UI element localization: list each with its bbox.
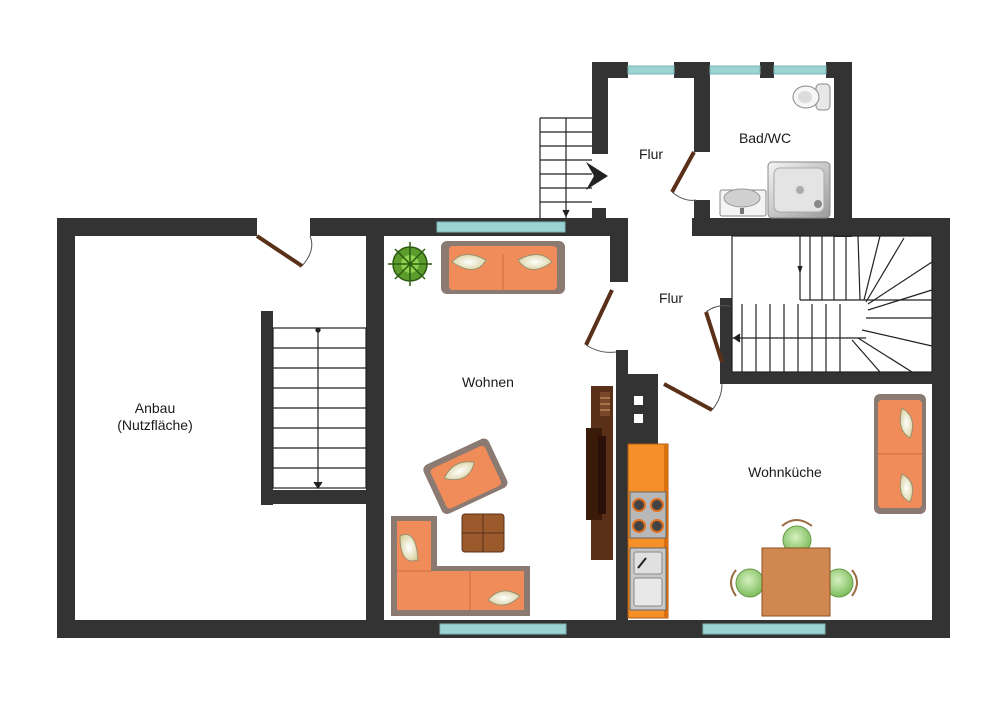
wall-stair2-bottom <box>720 372 950 384</box>
door-wohnen <box>584 289 614 346</box>
room-label-flur-lower: Flur <box>658 290 684 306</box>
window-wohnen-bottom <box>439 623 567 635</box>
stairs-right <box>731 235 933 373</box>
wall-stair-left <box>261 311 273 505</box>
door-wohnen-swing <box>585 344 617 353</box>
wall-anbau-top <box>57 218 257 236</box>
door-anbau-swing <box>301 235 313 267</box>
door-bad-swing <box>671 191 697 201</box>
door-bad <box>670 151 696 193</box>
stairs-anbau <box>272 327 367 490</box>
door-stair2-swing <box>705 305 731 313</box>
wall-right-outer <box>932 218 950 638</box>
wall-stair2-left <box>720 298 732 384</box>
door-kueche-swing <box>711 383 723 411</box>
room-label-wohnen: Wohnen <box>462 374 514 390</box>
wall-anbau-right <box>366 218 384 638</box>
room-label-anbau-line2: (Nutzfläche) <box>117 417 193 433</box>
wall-bad-top-mid <box>760 62 774 78</box>
room-label-flur-upper: Flur <box>638 146 664 162</box>
wall-wohnen-right-top <box>610 218 628 282</box>
wall-bad-bottom <box>692 218 950 236</box>
stove-icon <box>629 491 667 539</box>
kitchen-sink-icon <box>629 547 667 611</box>
door-kueche <box>663 382 713 412</box>
window-flur-top <box>627 65 675 75</box>
door-anbau <box>255 234 304 268</box>
chair-icon-right <box>824 568 858 598</box>
window-wohnen-top <box>436 221 566 233</box>
room-label-anbau: Anbau (Nutzfläche) <box>95 400 215 434</box>
bathtub-icon <box>767 161 831 219</box>
sofa-right-icon <box>874 394 926 514</box>
wall-flur-left-small <box>592 208 606 228</box>
room-label-bad-wc: Bad/WC <box>738 130 792 146</box>
window-bad-top-2 <box>773 65 827 75</box>
doors <box>255 151 731 412</box>
tv-cabinet-icon <box>586 386 613 560</box>
sofa-icon <box>441 241 565 294</box>
window-kueche-bottom <box>702 623 826 635</box>
arrow-icon <box>586 162 608 190</box>
wall-bad-bottom-left <box>694 200 710 236</box>
wall-anbau-left <box>57 218 75 638</box>
wall-flur-divider <box>694 62 710 152</box>
room-label-anbau-line1: Anbau <box>134 400 176 416</box>
wall-stair-bottom <box>261 490 374 504</box>
door-stair2 <box>704 311 724 363</box>
stairs-upper <box>539 117 592 218</box>
chair-icon-left <box>730 568 765 598</box>
wall-wohnen-right-bottom <box>616 350 628 638</box>
room-label-wohnkueche: Wohnküche <box>748 464 822 480</box>
wall-flur-left <box>592 62 608 154</box>
coffee-table-icon <box>461 513 505 553</box>
corner-sofa-icon <box>391 516 530 616</box>
windows <box>436 65 827 635</box>
wall-post-inserts <box>634 396 643 423</box>
dining-table-icon <box>761 547 831 617</box>
window-bad-top-1 <box>709 65 761 75</box>
sink-icon <box>719 188 767 217</box>
plant-icon <box>388 242 432 286</box>
wall-kueche-left-top <box>616 374 658 384</box>
toilet-icon <box>792 83 831 111</box>
armchair-icon <box>423 438 508 514</box>
wall-bad-right <box>834 62 852 237</box>
